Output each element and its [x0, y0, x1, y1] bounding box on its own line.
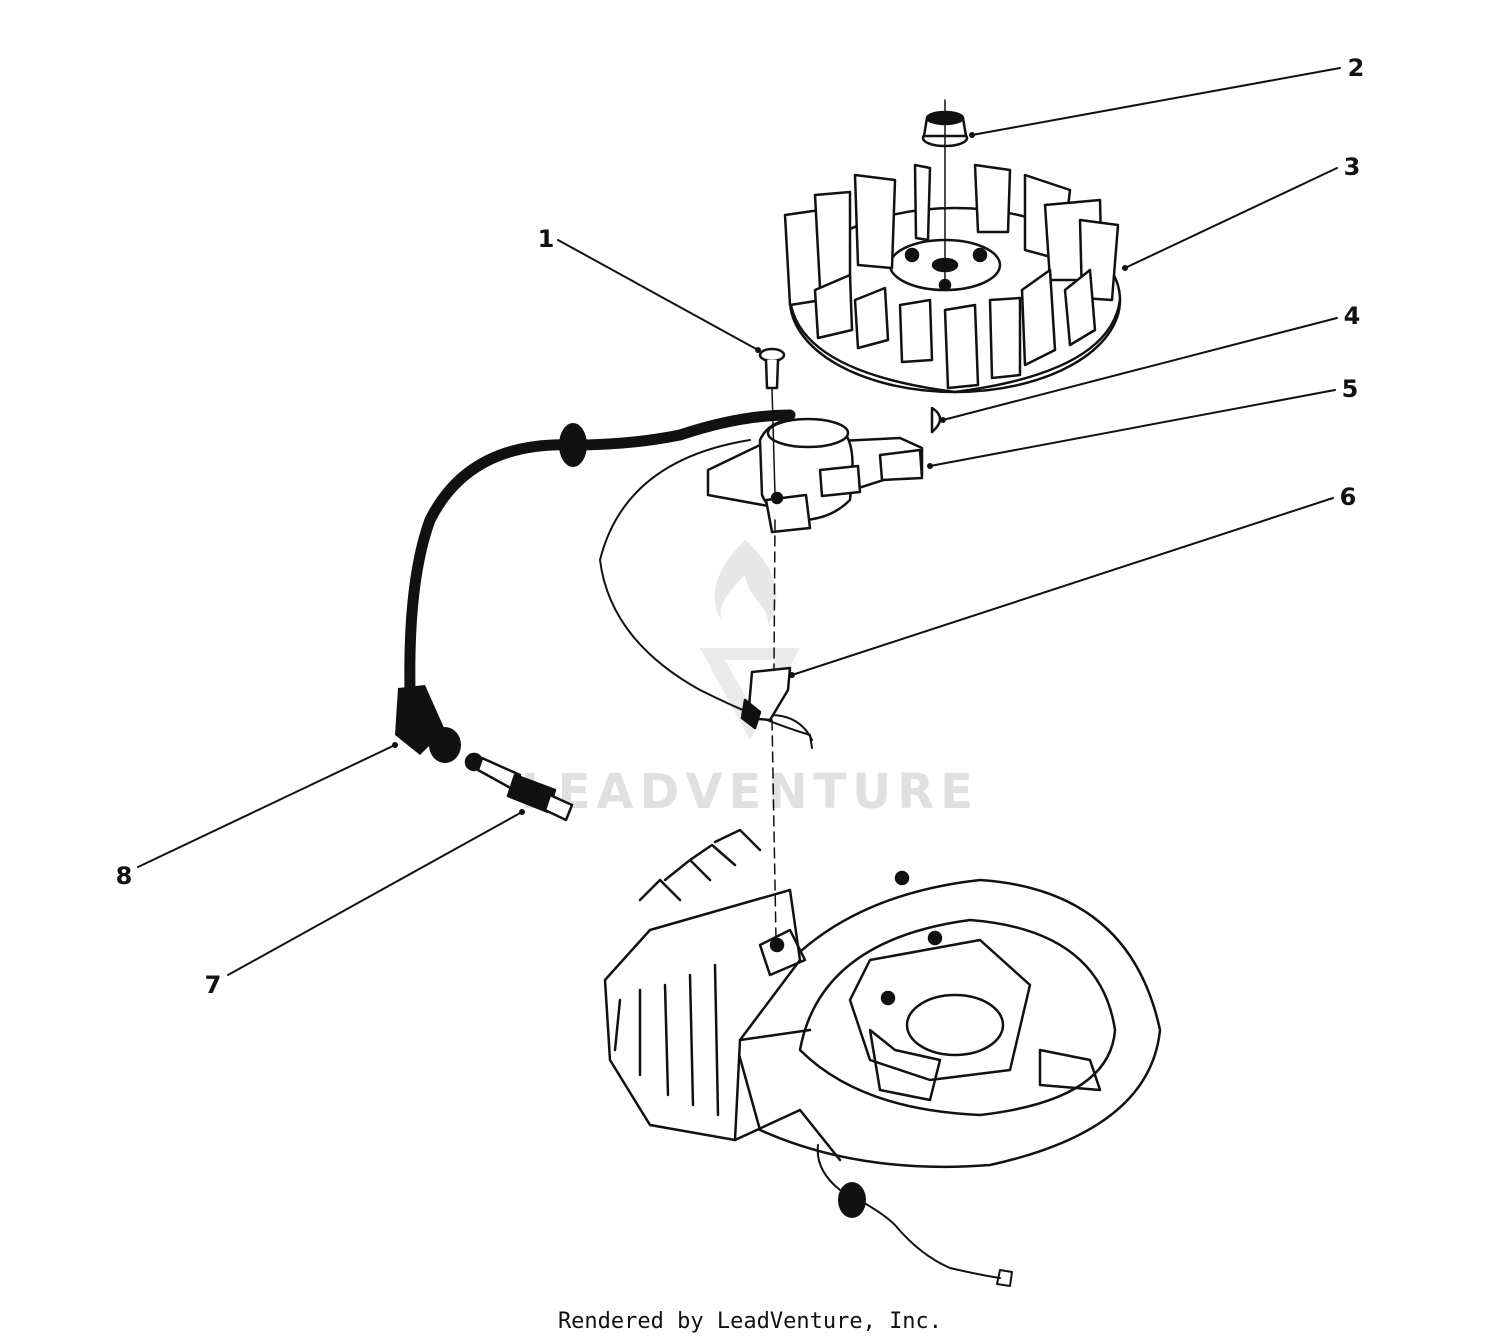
- callout-7: 7: [205, 971, 222, 999]
- callout-1: 1: [538, 225, 555, 253]
- leader-lines: [137, 67, 1341, 976]
- watermark-flame-icon: [714, 540, 777, 625]
- ignition-coil: [706, 417, 924, 534]
- watermark-text: LEADVENTURE: [521, 764, 979, 820]
- watermark: LEADVENTURE: [521, 540, 979, 820]
- leader-dots: [392, 132, 1128, 815]
- ground-wire-arrow: [769, 714, 813, 741]
- spark-plug: [464, 752, 574, 822]
- flywheel: [783, 163, 1122, 394]
- assembly-axes: [771, 99, 946, 941]
- spark-plug-lead: [395, 409, 796, 763]
- callout-8: 8: [116, 862, 133, 890]
- callout-5: 5: [1342, 375, 1359, 403]
- flywheel-key: [930, 406, 942, 434]
- mounting-screw: [758, 347, 786, 390]
- kill-wire: [816, 1144, 1013, 1287]
- engine-block: [603, 828, 1162, 1169]
- wire-clip: [740, 666, 792, 730]
- footer-credit: Rendered by LeadVenture, Inc.: [558, 1309, 942, 1334]
- callout-4: 4: [1344, 302, 1361, 330]
- callout-3: 3: [1344, 153, 1361, 181]
- callout-2: 2: [1348, 54, 1365, 82]
- callout-6: 6: [1340, 483, 1357, 511]
